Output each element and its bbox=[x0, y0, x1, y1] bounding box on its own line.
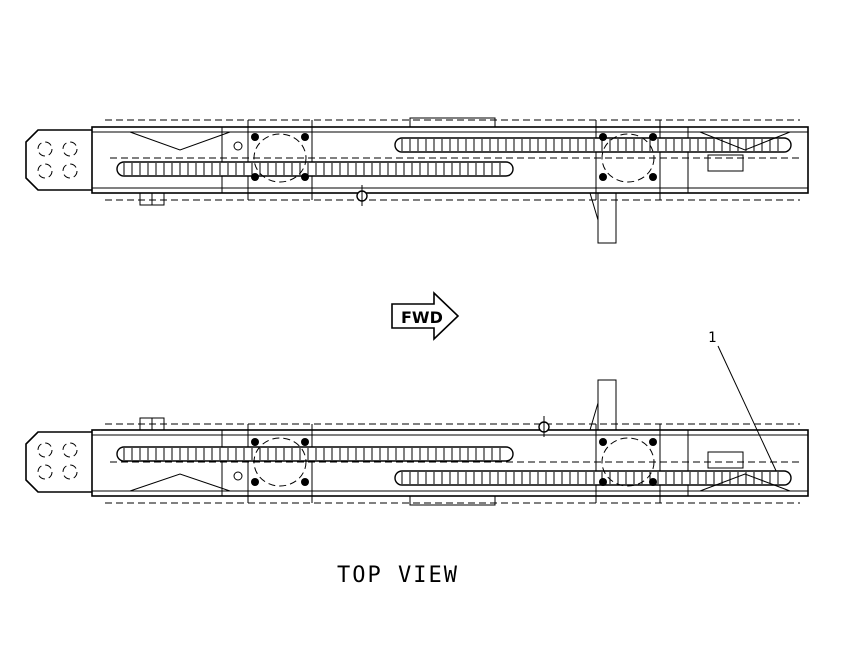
lower-conveyor-assembly bbox=[25, 379, 809, 506]
chain-links-upper-right bbox=[401, 139, 779, 151]
callout-number: 1 bbox=[708, 330, 716, 346]
upper-conveyor-assembly bbox=[25, 117, 809, 244]
view-title: TOP VIEW bbox=[337, 563, 459, 588]
chain-links-lower-right bbox=[401, 472, 779, 484]
tow-bracket-upper bbox=[25, 129, 92, 191]
chain-links-lower-left bbox=[123, 448, 501, 460]
tow-bracket-lower bbox=[25, 431, 92, 493]
chain-links-upper-left bbox=[123, 163, 501, 175]
callout-1: 1 bbox=[708, 330, 779, 476]
fwd-label: FWD bbox=[401, 308, 443, 327]
forward-direction-arrow: FWD bbox=[391, 291, 460, 341]
